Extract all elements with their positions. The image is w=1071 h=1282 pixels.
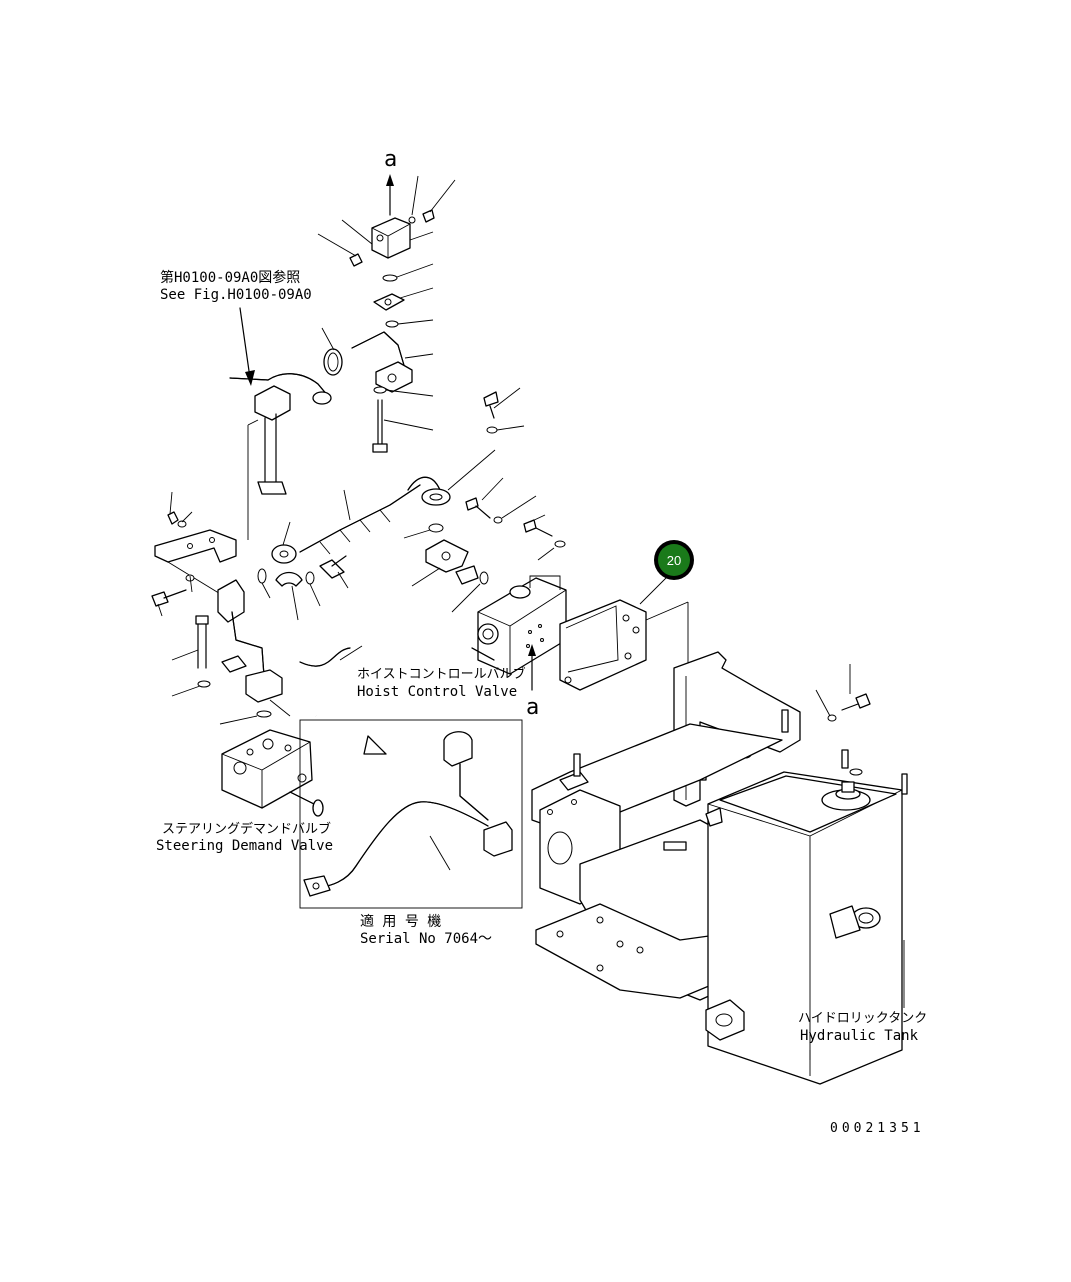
tank-en-label: Hydraulic Tank [800, 1028, 919, 1044]
top-fitting-group: a [317, 147, 456, 453]
valve-bracket [559, 571, 689, 740]
serial-jp-label: 適 用 号 機 [360, 913, 441, 930]
left-elbow-pipe: 第H0100-09A0図参照 See Fig.H0100-09A0 [160, 269, 332, 540]
steering-demand-valve: ステアリングデマンドバルブ Steering Demand Valve [156, 729, 333, 854]
serial-en-label: Serial No 7064～ [360, 931, 492, 947]
hoist-valve-en-label: Hoist Control Valve [357, 684, 517, 700]
tank-jp-label: ハイドロリックタンク [798, 1011, 927, 1026]
callout-20[interactable]: 20 [654, 540, 694, 580]
ref-fig-jp-label: 第H0100-09A0図参照 [160, 269, 300, 286]
left-bracket-group [151, 491, 241, 697]
hoist-control-valve: a ホイストコントロールバルブ Hoist Control Valve [357, 387, 567, 720]
arrow-a-bottom-label: a [526, 695, 539, 720]
drawing-number: 00021351 [830, 1121, 925, 1136]
detail-inset: 適 用 号 機 Serial No 7064～ [299, 714, 523, 947]
hose-assembly [257, 449, 496, 667]
hydraulic-tank-frame: ハイドロリックタンク Hydraulic Tank [531, 651, 927, 1085]
hoist-valve-jp-label: ホイストコントロールバルブ [357, 666, 526, 682]
steering-pipe [217, 579, 291, 725]
detail-box [299, 719, 523, 909]
callout-20-number: 20 [667, 553, 681, 568]
steering-valve-jp-label: ステアリングデマンドバルブ [162, 821, 331, 837]
arrow-a-top-label: a [384, 147, 397, 172]
steering-valve-en-label: Steering Demand Valve [156, 838, 333, 854]
ref-fig-en-label: See Fig.H0100-09A0 [160, 287, 312, 303]
callout-20-badge [658, 544, 690, 576]
